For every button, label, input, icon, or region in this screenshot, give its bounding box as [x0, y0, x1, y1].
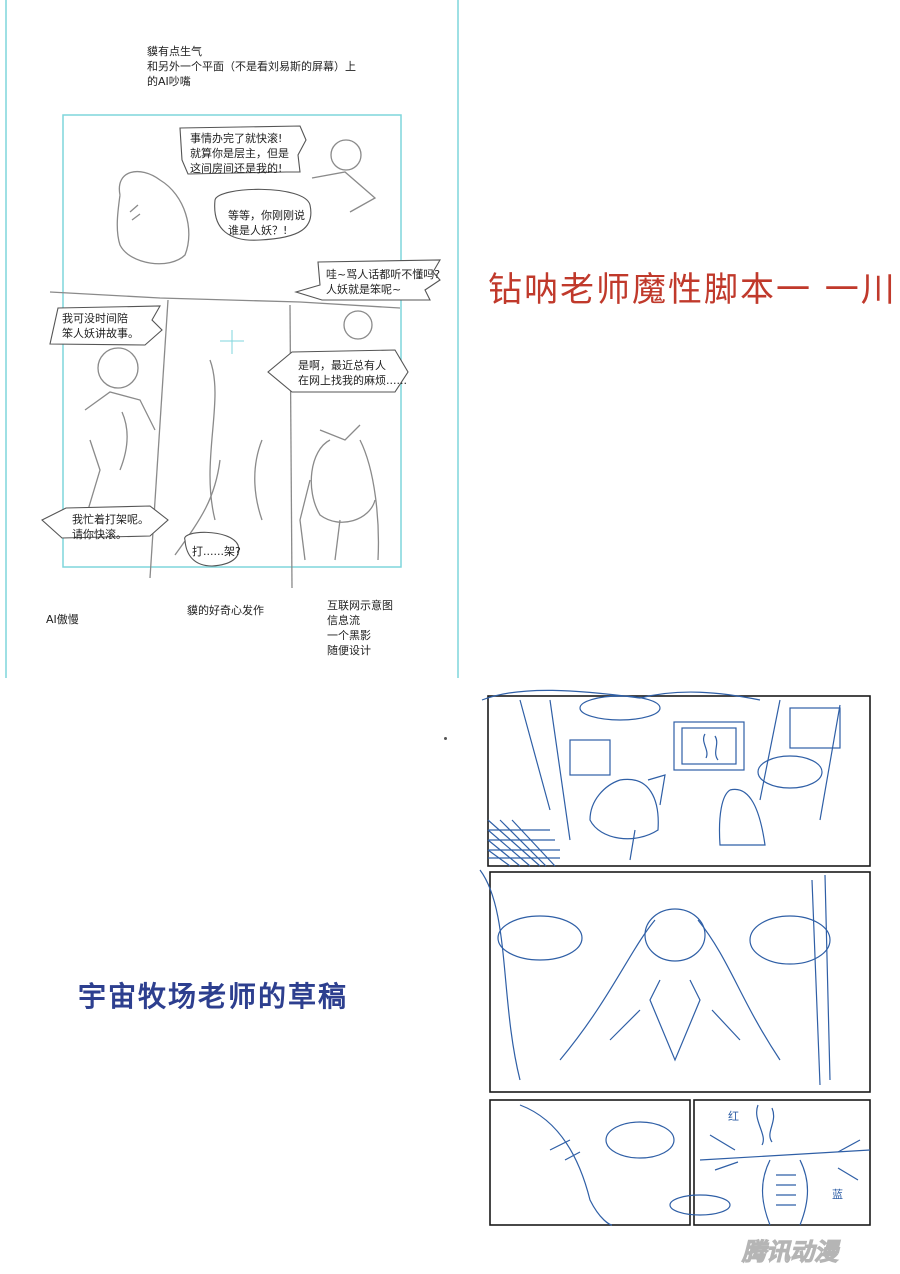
- left-title: 宇宙牧场老师的草稿: [78, 980, 349, 1013]
- caption-line: 一个黑影: [327, 629, 371, 642]
- bubble-line: 谁是人妖？!: [228, 224, 288, 237]
- top-note: 貘有点生气 和另外一个平面（不是看刘易斯的屏幕）上 的AI吵嘴: [147, 44, 356, 89]
- storyboard-sketch: [479, 689, 871, 1226]
- caption-line: 互联网示意图: [327, 599, 393, 612]
- speech-bubble-4: 我可没时间陪 笨人妖讲故事。: [62, 311, 139, 341]
- bubble-line: 我忙着打架呢。: [72, 513, 149, 526]
- speech-bubble-6: 我忙着打架呢。 请你快滚。: [72, 512, 149, 542]
- bubble-line: 打......架?: [192, 545, 241, 558]
- caption-curiosity: 貘的好奇心发作: [187, 604, 264, 617]
- bubble-line: 哇~骂人话都听不懂吗?: [326, 268, 441, 281]
- top-note-line: 和另外一个平面（不是看刘易斯的屏幕）上: [147, 60, 356, 73]
- panel-1: [487, 695, 871, 867]
- caption-diagram-notes: 互联网示意图 信息流 一个黑影 随便设计: [327, 598, 393, 658]
- top-note-line: 的AI吵嘴: [147, 75, 191, 88]
- script-page-sketch: [5, 0, 459, 678]
- watermark-logo: 腾讯动漫: [742, 1238, 839, 1267]
- bubble-line: 我可没时间陪: [62, 312, 128, 325]
- speech-bubble-2: 等等，你刚刚说 谁是人妖？!: [228, 208, 305, 238]
- sfx-blue: 蓝: [832, 1188, 843, 1201]
- panel-3: [489, 1099, 691, 1226]
- speech-bubble-7: 打......架?: [192, 544, 241, 559]
- panel-2: [489, 871, 871, 1093]
- caption-line: 信息流: [327, 614, 360, 627]
- bubble-line: 等等，你刚刚说: [228, 209, 305, 222]
- bubble-line: 请你快滚。: [72, 528, 127, 541]
- bubble-line: 就算你是层主，但是: [190, 147, 289, 160]
- bubble-line: 事情办完了就快滚!: [190, 132, 283, 145]
- right-title: 钻呐老师魔性脚本一 一川: [488, 270, 897, 310]
- bubble-line: 人妖就是笨呢~: [326, 283, 402, 296]
- bubble-line: 在网上找我的麻烦......: [298, 374, 407, 387]
- sfx-red: 红: [728, 1110, 739, 1123]
- bubble-line: 是啊，最近总有人: [298, 359, 386, 372]
- caption-ai-arrogant: AI傲慢: [46, 613, 79, 626]
- speech-bubble-1: 事情办完了就快滚! 就算你是层主，但是 这间房间还是我的!: [190, 131, 289, 176]
- top-note-line: 貘有点生气: [147, 45, 202, 58]
- bubble-line: 这间房间还是我的!: [190, 162, 283, 175]
- stray-dot: [444, 737, 447, 740]
- bubble-line: 笨人妖讲故事。: [62, 327, 139, 340]
- caption-line: 随便设计: [327, 644, 371, 657]
- speech-bubble-3: 哇~骂人话都听不懂吗? 人妖就是笨呢~: [326, 267, 440, 297]
- speech-bubble-5: 是啊，最近总有人 在网上找我的麻烦......: [298, 358, 407, 388]
- panel-4: [693, 1099, 871, 1226]
